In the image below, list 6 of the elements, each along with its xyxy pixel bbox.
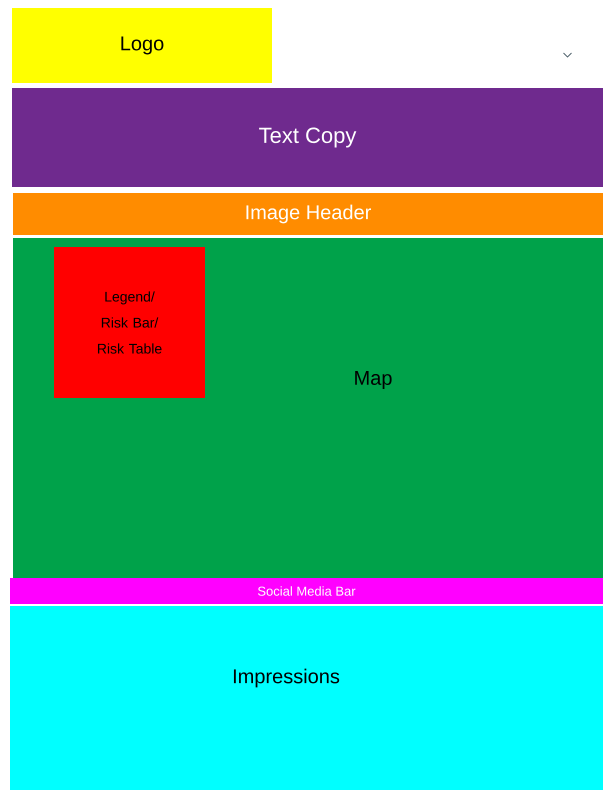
header-block: Logo: [12, 8, 272, 83]
social-media-bar: Social Media Bar: [10, 578, 603, 604]
text-copy-band: Text Copy: [12, 88, 603, 187]
legend-box: Legend/ Risk Bar/ Risk Table: [54, 247, 205, 398]
impressions-area: Impressions: [10, 606, 603, 790]
image-header-band: Image Header: [13, 193, 603, 235]
